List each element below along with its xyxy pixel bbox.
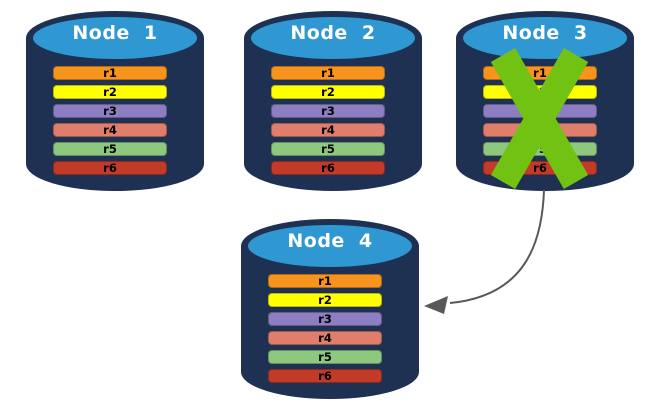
partition-list: r1 r2 r3 r4 r5 r6 <box>271 66 385 180</box>
cylinder-top-cap <box>33 17 197 59</box>
partition-bar: r4 <box>268 331 382 345</box>
node-1: Node 1 r1 r2 r3 r4 r5 r6 <box>25 8 205 192</box>
partition-label: r3 <box>533 104 547 118</box>
node-title: Node 4 <box>287 230 373 252</box>
partition-label: r5 <box>103 142 117 156</box>
partition-bar: r6 <box>53 161 167 175</box>
partition-label: r6 <box>103 161 117 175</box>
partition-bar: r3 <box>271 104 385 118</box>
partition-label: r1 <box>321 66 335 80</box>
partition-label: r2 <box>533 85 547 99</box>
partition-bar: r4 <box>271 123 385 137</box>
node-3: Node 3 r1 r2 r3 r4 r5 r6 <box>455 8 635 192</box>
node-title: Node 1 <box>72 22 158 44</box>
partition-bar: r2 <box>271 85 385 99</box>
partition-bar: r5 <box>271 142 385 156</box>
partition-label: r5 <box>533 142 547 156</box>
partition-bar: r3 <box>483 104 597 118</box>
partition-label: r3 <box>321 104 335 118</box>
partition-label: r4 <box>533 123 547 137</box>
partition-bar: r2 <box>268 293 382 307</box>
partition-bar: r5 <box>268 350 382 364</box>
cylinder-top-cap <box>251 17 415 59</box>
partition-label: r5 <box>318 350 332 364</box>
partition-bar: r2 <box>483 85 597 99</box>
partition-label: r1 <box>533 66 547 80</box>
partition-bar: r1 <box>483 66 597 80</box>
partition-label: r2 <box>103 85 117 99</box>
partition-bar: r6 <box>483 161 597 175</box>
partition-label: r6 <box>533 161 547 175</box>
partition-label: r5 <box>321 142 335 156</box>
partition-label: r4 <box>318 331 332 345</box>
cylinder-top-cap <box>248 225 412 267</box>
partition-bar: r4 <box>53 123 167 137</box>
partition-label: r1 <box>103 66 117 80</box>
partition-label: r2 <box>321 85 335 99</box>
failover-arrow <box>424 189 545 314</box>
partition-bar: r1 <box>53 66 167 80</box>
node-title: Node 2 <box>290 22 376 44</box>
partition-label: r1 <box>318 274 332 288</box>
partition-bar: r4 <box>483 123 597 137</box>
partition-label: r4 <box>103 123 117 137</box>
partition-bar: r5 <box>483 142 597 156</box>
partition-list: r1 r2 r3 r4 r5 r6 <box>53 66 167 180</box>
partition-label: r3 <box>103 104 117 118</box>
partition-bar: r3 <box>53 104 167 118</box>
partition-list: r1 r2 r3 r4 r5 r6 <box>483 66 597 180</box>
partition-label: r3 <box>318 312 332 326</box>
partition-bar: r1 <box>268 274 382 288</box>
failover-arrow-head-icon <box>424 296 448 314</box>
partition-label: r2 <box>318 293 332 307</box>
partition-bar: r3 <box>268 312 382 326</box>
node-title: Node 3 <box>502 22 588 44</box>
partition-label: r6 <box>321 161 335 175</box>
partition-bar: r1 <box>271 66 385 80</box>
partition-bar: r6 <box>271 161 385 175</box>
node-2: Node 2 r1 r2 r3 r4 r5 r6 <box>243 8 423 192</box>
partition-label: r4 <box>321 123 335 137</box>
partition-list: r1 r2 r3 r4 r5 r6 <box>268 274 382 388</box>
partition-label: r6 <box>318 369 332 383</box>
partition-bar: r5 <box>53 142 167 156</box>
node-4: Node 4 r1 r2 r3 r4 r5 r6 <box>240 216 420 400</box>
partition-bar: r6 <box>268 369 382 383</box>
failover-arrow-curve <box>449 189 545 304</box>
partition-bar: r2 <box>53 85 167 99</box>
